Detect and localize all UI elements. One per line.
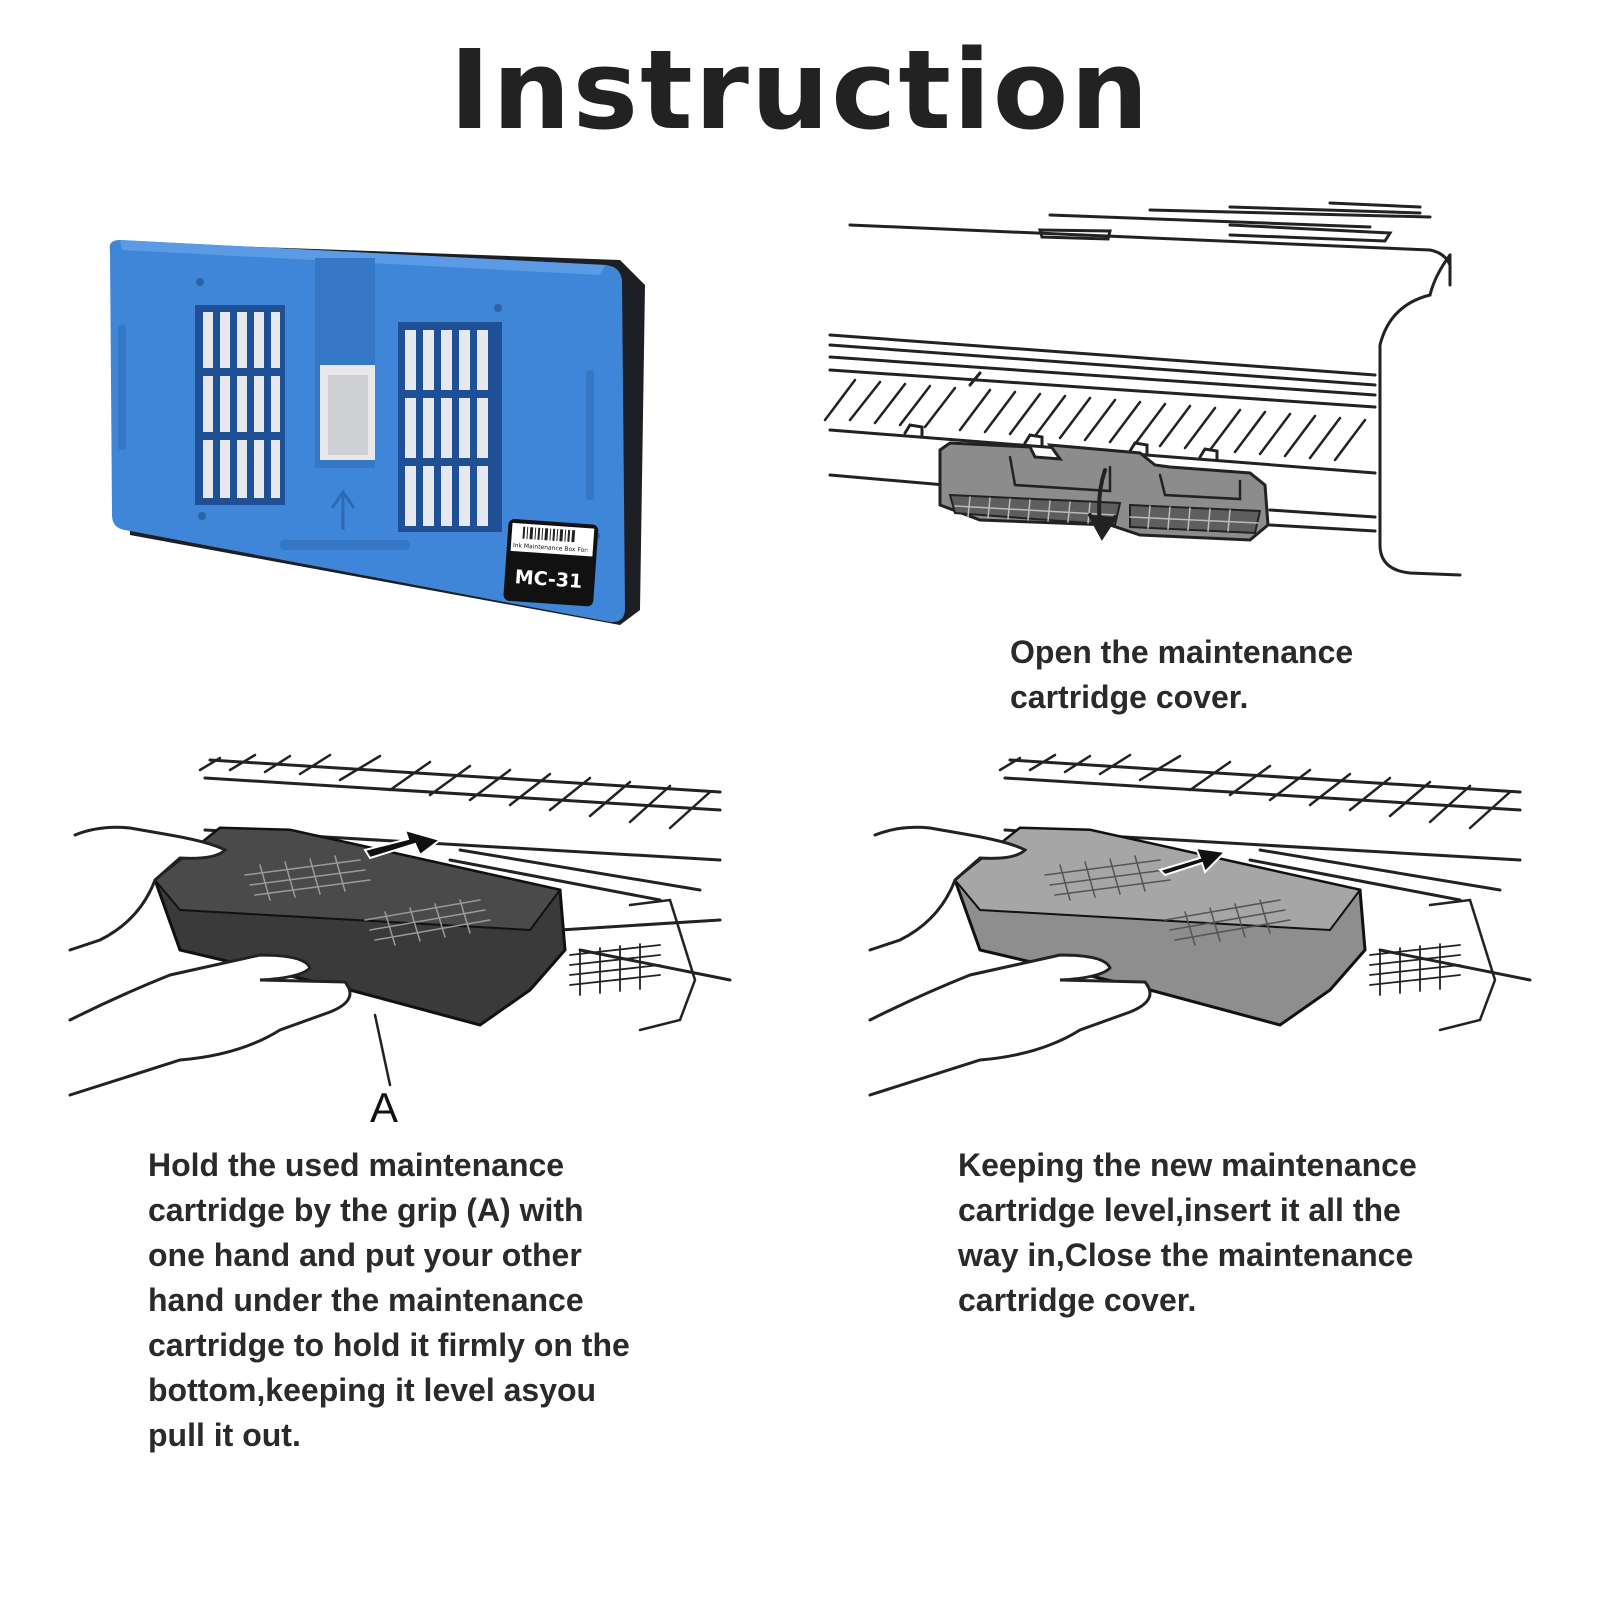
page-title: Instruction bbox=[449, 26, 1151, 154]
step1-caption: Open the maintenance cartridge cover. bbox=[1010, 634, 1354, 715]
step2-illustration: A bbox=[60, 750, 740, 1130]
step3-illustration bbox=[860, 750, 1540, 1130]
step1-illustration bbox=[810, 195, 1490, 595]
step3-caption: Keeping the new maintenance cartridge le… bbox=[958, 1147, 1417, 1318]
product-model-label: MC-31 bbox=[514, 566, 583, 593]
grip-callout-label: A bbox=[370, 1084, 398, 1130]
product-image: Ink Maintenance Box For: MC-31 bbox=[100, 230, 660, 640]
step2-caption: Hold the used maintenance cartridge by t… bbox=[148, 1147, 630, 1453]
